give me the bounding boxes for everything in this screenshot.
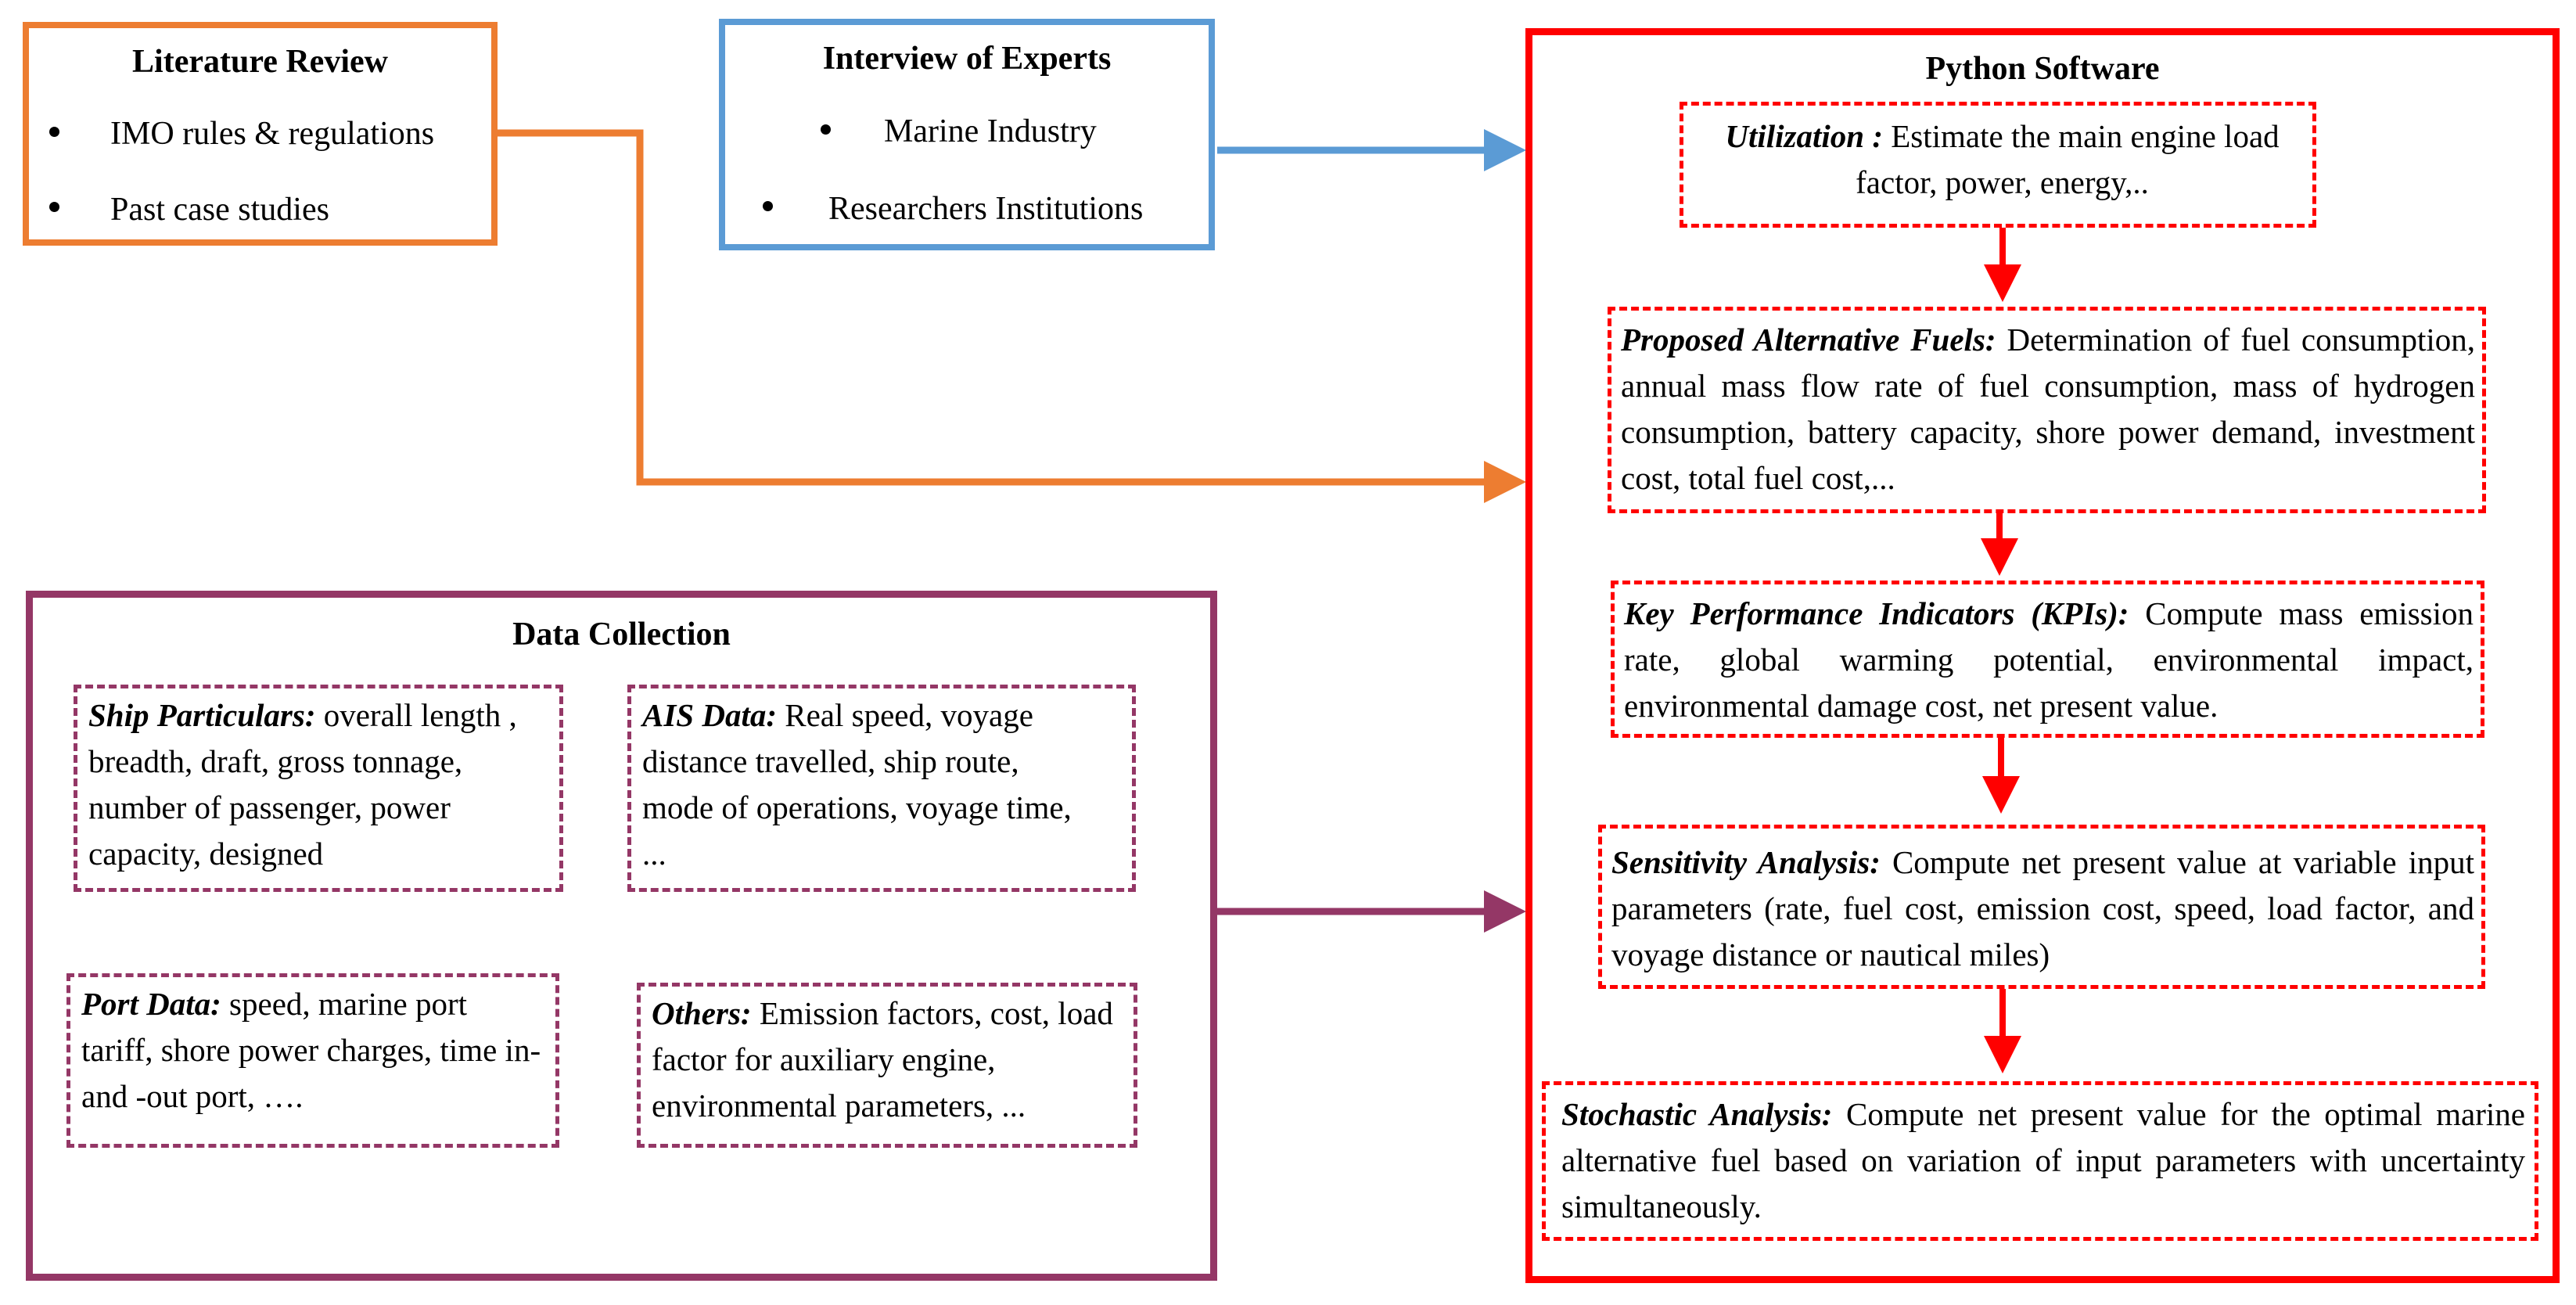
python-software-title: Python Software: [1925, 51, 2160, 87]
ais-data-label: AIS Data:: [642, 697, 778, 733]
utilization-box: Utilization : Estimate the main engine l…: [1680, 102, 2316, 228]
port-data-box: Port Data: speed, marine port tariff, sh…: [66, 973, 559, 1148]
utilization-label: Utilization :: [1725, 118, 1883, 154]
ship-particulars-label: Ship Particulars:: [88, 697, 316, 733]
ais-data-text: Real speed, voyage distance travelled, s…: [642, 697, 1072, 872]
interview-experts-box: Interview of Experts Marine Industry Res…: [719, 19, 1215, 250]
literature-review-box: Literature Review IMO rules & regulation…: [23, 22, 498, 246]
bullet-icon: [49, 127, 59, 137]
stochastic-analysis-box: Stochastic Analysis: Compute net present…: [1542, 1081, 2538, 1241]
stochastic-analysis-text: Compute net present value for the optima…: [1561, 1096, 2525, 1224]
others-label: Others:: [652, 995, 752, 1031]
bullet-icon: [49, 202, 59, 212]
kpis-text: Compute mass emission rate, global warmi…: [1624, 595, 2474, 724]
data-collection-title: Data Collection: [512, 617, 731, 652]
alternative-fuels-label: Proposed Alternative Fuels:: [1621, 322, 1996, 358]
alternative-fuels-box: Proposed Alternative Fuels: Determinatio…: [1608, 307, 2486, 513]
utilization-text: Estimate the main engine load factor, po…: [1856, 118, 2280, 200]
python-software-box: Python Software: [1525, 28, 2560, 1283]
bullet-icon: [763, 201, 773, 211]
sensitivity-analysis-text: Compute net present value at variable in…: [1611, 844, 2475, 972]
ship-particulars-text: overall length , breadth, draft, gross t…: [88, 697, 517, 872]
port-data-label: Port Data:: [81, 986, 221, 1022]
ais-data-box: AIS Data: Real speed, voyage distance tr…: [627, 685, 1136, 892]
data-collection-box: Data Collection: [26, 591, 1217, 1281]
bullet-icon: [821, 124, 831, 135]
sensitivity-analysis-box: Sensitivity Analysis: Compute net presen…: [1598, 825, 2485, 989]
kpis-label: Key Performance Indicators (KPIs):: [1624, 595, 2129, 631]
interview-experts-title: Interview of Experts: [822, 41, 1112, 77]
ship-particulars-box: Ship Particulars: overall length , bread…: [74, 685, 563, 892]
stochastic-analysis-label: Stochastic Analysis:: [1561, 1096, 1833, 1132]
interview-item-researchers: Researchers Institutions: [828, 191, 1144, 227]
others-box: Others: Emission factors, cost, load fac…: [637, 983, 1137, 1148]
literature-item-imo: IMO rules & regulations: [110, 116, 435, 152]
kpis-box: Key Performance Indicators (KPIs): Compu…: [1611, 581, 2484, 738]
alternative-fuels-text: Determination of fuel consumption, annua…: [1621, 322, 2475, 496]
literature-item-past-cases: Past case studies: [110, 192, 329, 228]
literature-to-python-arrow: [498, 129, 1526, 503]
literature-review-title: Literature Review: [132, 44, 388, 80]
port-data-text: speed, marine port tariff, shore power c…: [81, 986, 541, 1114]
sensitivity-analysis-label: Sensitivity Analysis:: [1611, 844, 1881, 880]
interview-item-marine-industry: Marine Industry: [884, 113, 1097, 149]
others-text: Emission factors, cost, load factor for …: [652, 995, 1113, 1123]
